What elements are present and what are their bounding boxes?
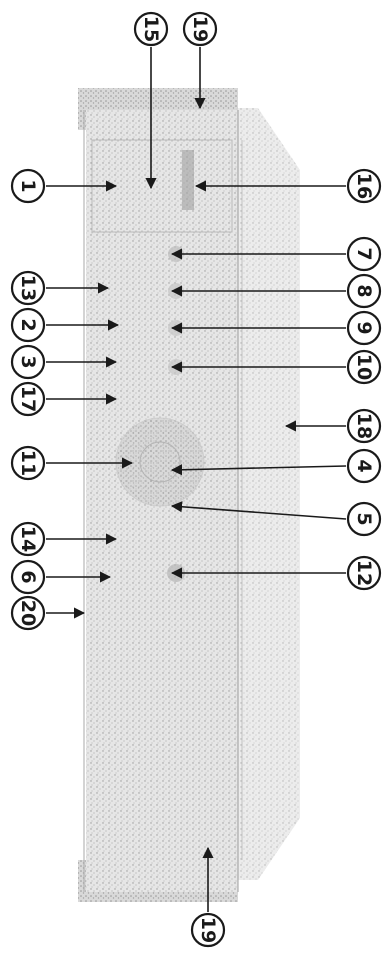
callout-14: 14 (10, 521, 46, 557)
callout-13: 13 (10, 270, 46, 306)
leader-line-5 (170, 501, 347, 520)
callout-circle (10, 344, 46, 380)
callout-number: 12 (353, 560, 375, 586)
panel-housing-shadow (236, 108, 300, 880)
selector-knob-center (139, 441, 181, 483)
callout-circle (10, 168, 46, 204)
leader-lines (46, 47, 347, 912)
callout-circle (346, 273, 382, 309)
callout-circle (346, 555, 382, 591)
callout-circle (10, 521, 46, 557)
callout-10: 10 (346, 349, 382, 385)
callout-8: 8 (346, 273, 382, 309)
callout-3: 3 (10, 344, 46, 380)
callout-number: 16 (353, 173, 375, 199)
callout-1: 1 (10, 168, 46, 204)
callout-number: 6 (17, 570, 39, 583)
callout-number: 20 (17, 600, 39, 626)
callout-15: 15 (133, 11, 169, 47)
callout-number: 13 (17, 275, 39, 301)
callout-circle (10, 270, 46, 306)
callout-circle (10, 445, 46, 481)
callout-7: 7 (346, 236, 382, 272)
leader-line-4 (170, 464, 347, 476)
callout-circle (133, 11, 169, 47)
callout-circle (346, 448, 382, 484)
callout-number: 5 (353, 512, 375, 525)
callout-number: 7 (353, 247, 375, 260)
panel-body (78, 88, 300, 902)
callout-16: 16 (346, 168, 382, 204)
callout-12: 12 (346, 555, 382, 591)
callout-number: 10 (353, 354, 375, 380)
callout-number: 19 (189, 16, 211, 42)
callout-circle (346, 168, 382, 204)
callout-11: 11 (10, 445, 46, 481)
callout-number: 19 (197, 917, 219, 943)
callout-circle (346, 408, 382, 444)
callout-17: 17 (10, 381, 46, 417)
callout-number: 2 (17, 318, 39, 331)
callout-19: 19 (190, 912, 226, 948)
callout-circle (10, 307, 46, 343)
callout-circle (346, 310, 382, 346)
callout-number: 8 (353, 284, 375, 297)
callout-number: 11 (17, 450, 39, 476)
selector-knob (115, 417, 205, 507)
callout-number: 9 (353, 321, 375, 334)
callout-circle (346, 349, 382, 385)
callout-9: 9 (346, 310, 382, 346)
callout-circle (10, 381, 46, 417)
callout-number: 14 (17, 526, 39, 552)
callout-20: 20 (10, 595, 46, 631)
callout-5: 5 (346, 501, 382, 537)
callout-number: 17 (17, 386, 39, 412)
callout-6: 6 (10, 559, 46, 595)
callout-circle (346, 236, 382, 272)
callout-circle (190, 912, 226, 948)
callout-number: 18 (353, 413, 375, 439)
callout-number: 15 (140, 16, 162, 42)
callout-circle (10, 559, 46, 595)
callout-number: 1 (17, 179, 39, 192)
callout-circle (10, 595, 46, 631)
callout-4: 4 (346, 448, 382, 484)
display-segment (182, 150, 194, 210)
callout-number: 4 (353, 459, 375, 472)
callout-2: 2 (10, 307, 46, 343)
callout-19: 19 (182, 11, 218, 47)
callout-number: 3 (17, 355, 39, 368)
callout-circle (346, 501, 382, 537)
callout-18: 18 (346, 408, 382, 444)
callout-circle (182, 11, 218, 47)
